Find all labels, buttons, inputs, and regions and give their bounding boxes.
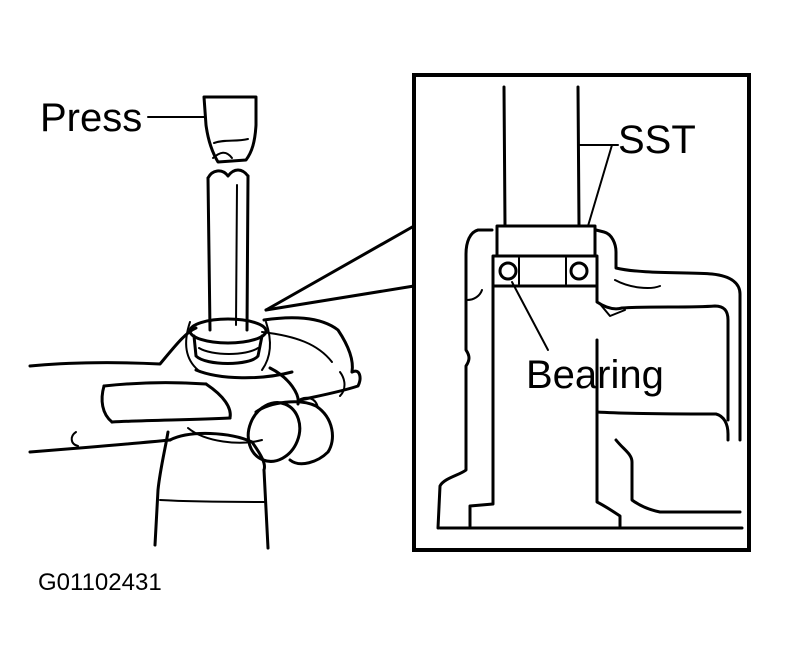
bearing-leader: [511, 281, 549, 351]
figure-code: G01102431: [38, 569, 162, 596]
bearing-label: Bearing: [526, 353, 664, 397]
sst-label: SST: [618, 118, 696, 162]
sst-leader: [578, 144, 619, 227]
bearing-ball: [569, 261, 589, 281]
bearing-ball: [498, 261, 518, 281]
callout-pointer: [264, 224, 416, 312]
press-ram: [202, 95, 258, 164]
press-label: Press: [40, 96, 142, 140]
housing-section: [436, 228, 744, 530]
press-shaft: [206, 168, 250, 332]
bearing-part: [491, 254, 599, 288]
bearing-seat: [185, 317, 272, 371]
gear-housing: [28, 316, 362, 550]
press-assembly: [28, 95, 362, 550]
detail-inset: [147, 73, 751, 552]
inset-frame: [412, 73, 751, 552]
